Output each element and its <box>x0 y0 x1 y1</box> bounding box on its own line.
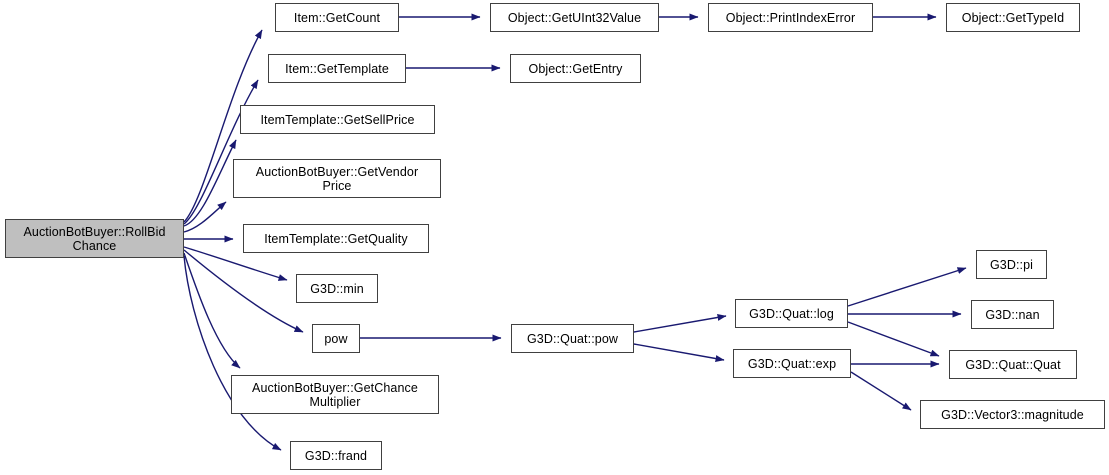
node-vector3magnitude[interactable]: G3D::Vector3::magnitude <box>920 400 1105 429</box>
node-quatexp[interactable]: G3D::Quat::exp <box>733 349 851 378</box>
edge-rollbidchance-to-getvendorprice <box>183 201 227 233</box>
edge-rollbidchance-to-pow <box>183 249 304 333</box>
node-getsellprice[interactable]: ItemTemplate::GetSellPrice <box>240 105 435 134</box>
edge-rollbidchance-to-getchancemultiplier <box>183 252 241 369</box>
edge-quatlog-to-quatquat <box>847 321 940 357</box>
node-quatpow[interactable]: G3D::Quat::pow <box>511 324 634 353</box>
edge-quatlog-to-pi <box>847 267 967 307</box>
node-getcount[interactable]: Item::GetCount <box>275 3 399 32</box>
node-gettypeid[interactable]: Object::GetTypeId <box>946 3 1080 32</box>
edge-rollbidchance-to-frand <box>183 255 282 451</box>
node-pi[interactable]: G3D::pi <box>976 250 1047 279</box>
node-quatlog[interactable]: G3D::Quat::log <box>735 299 848 328</box>
node-gettemplate[interactable]: Item::GetTemplate <box>268 54 406 83</box>
edge-quatpow-to-quatlog <box>633 314 727 333</box>
node-getquality[interactable]: ItemTemplate::GetQuality <box>243 224 429 253</box>
node-getvendorprice[interactable]: AuctionBotBuyer::GetVendor Price <box>233 159 441 198</box>
edge-rollbidchance-to-gettemplate <box>183 79 259 225</box>
node-getuint32value[interactable]: Object::GetUInt32Value <box>490 3 659 32</box>
node-printindexerror[interactable]: Object::PrintIndexError <box>708 3 873 32</box>
node-getchancemultiplier[interactable]: AuctionBotBuyer::GetChance Multiplier <box>231 375 439 414</box>
edge-quatpow-to-quatexp <box>633 343 725 362</box>
node-nan[interactable]: G3D::nan <box>971 300 1054 329</box>
node-rollbidchance[interactable]: AuctionBotBuyer::RollBid Chance <box>5 219 184 258</box>
node-min[interactable]: G3D::min <box>296 274 378 303</box>
node-getentry[interactable]: Object::GetEntry <box>510 54 641 83</box>
node-quatquat[interactable]: G3D::Quat::Quat <box>949 350 1077 379</box>
edge-quatexp-to-vector3magnitude <box>850 371 912 411</box>
node-pow[interactable]: pow <box>312 324 360 353</box>
edge-rollbidchance-to-getsellprice <box>183 139 237 227</box>
node-frand[interactable]: G3D::frand <box>290 441 382 470</box>
